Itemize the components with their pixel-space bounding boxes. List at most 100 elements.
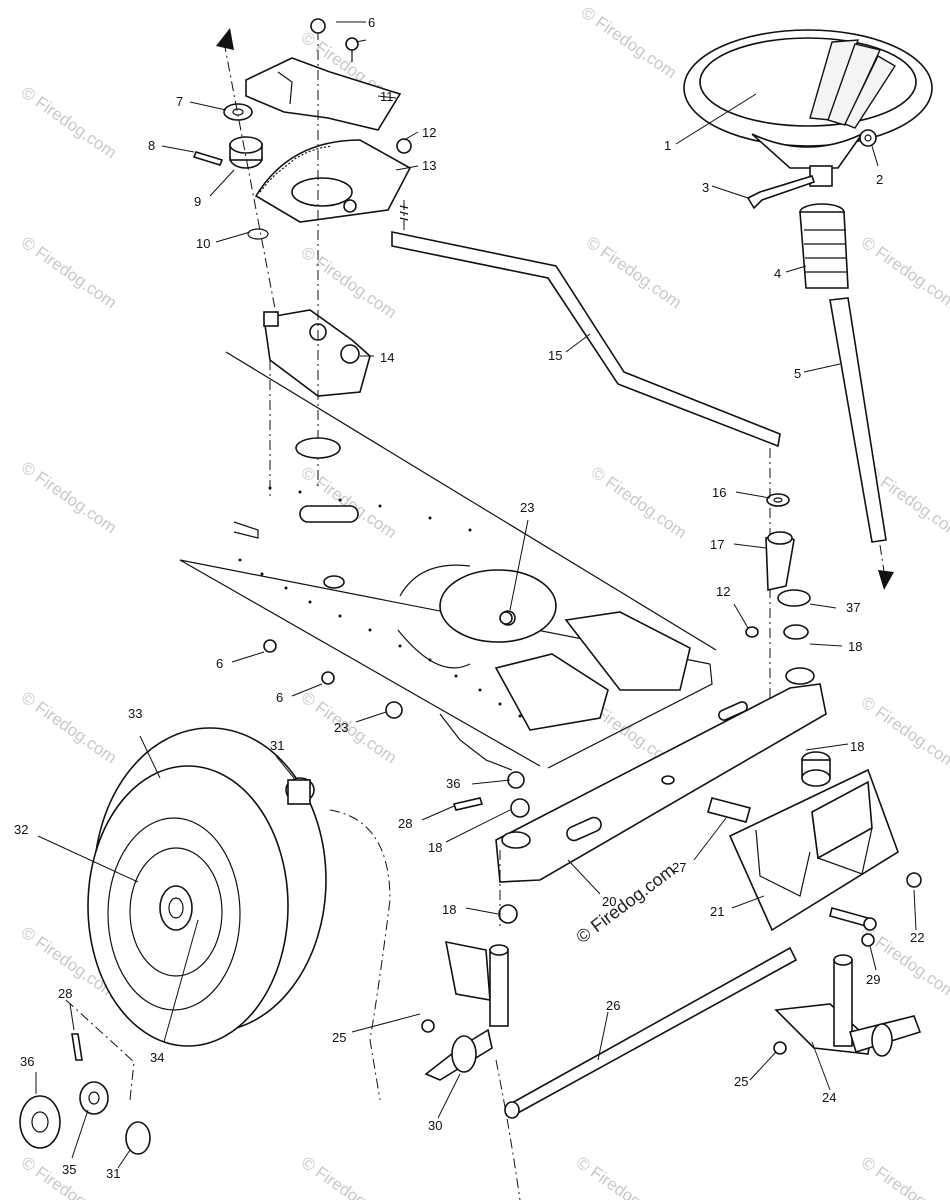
shield-plate <box>245 57 402 131</box>
clevis-pin <box>906 872 922 888</box>
hex-screw <box>310 18 359 62</box>
up-arrow <box>216 28 277 315</box>
callout-12: 12 <box>422 125 436 140</box>
callout-6: 6 <box>368 15 375 30</box>
washer <box>223 103 253 121</box>
watermark-text: © Firedog.com <box>858 233 950 313</box>
steering-boot <box>799 203 849 289</box>
callout-31: 31 <box>270 738 284 753</box>
callout-23: 23 <box>334 720 348 735</box>
watermark-text: © Firedog.com <box>298 463 400 543</box>
watermark-text: © Firedog.com <box>18 83 120 163</box>
center-watermark: © Firedog.com <box>572 860 679 947</box>
callout-17: 17 <box>710 537 724 552</box>
callout-30: 30 <box>428 1118 442 1133</box>
callout-15: 15 <box>548 348 562 363</box>
axle-bracket <box>728 768 899 932</box>
watermark-text: © Firedog.com <box>298 243 400 323</box>
callout-35: 35 <box>62 1162 76 1177</box>
callout-6: 6 <box>276 690 283 705</box>
watermark-text: © Firedog.com <box>588 463 690 543</box>
pinion-gear <box>229 136 263 169</box>
callout-24: 24 <box>822 1090 836 1105</box>
callout-27: 27 <box>672 860 686 875</box>
bushing-upper <box>745 589 811 640</box>
watermark-text: © Firedog.com <box>18 233 120 313</box>
pivot-pin <box>707 797 751 823</box>
callout-8: 8 <box>148 138 155 153</box>
callout-12: 12 <box>716 584 730 599</box>
callout-1: 1 <box>664 138 671 153</box>
down-arrow-icon <box>878 570 894 590</box>
callout-21: 21 <box>710 904 724 919</box>
hub-cap <box>285 777 315 805</box>
callout-3: 3 <box>702 180 709 195</box>
tie-rod <box>504 946 798 1119</box>
callout-36: 36 <box>20 1054 34 1069</box>
cotter-pin <box>71 797 484 1061</box>
up-arrow-icon <box>216 28 234 50</box>
spindle-left <box>424 940 509 1081</box>
wheel-tire <box>87 727 327 1047</box>
callout-37: 37 <box>846 600 860 615</box>
callout-16: 16 <box>712 485 726 500</box>
frame <box>179 351 717 771</box>
callout-9: 9 <box>194 194 201 209</box>
assembly-lines <box>65 809 521 1200</box>
callout-13: 13 <box>422 158 436 173</box>
hex-nut <box>859 129 877 147</box>
callout-14: 14 <box>380 350 394 365</box>
callout-26: 26 <box>606 998 620 1013</box>
callout-5: 5 <box>794 366 801 381</box>
small-screws <box>263 611 513 685</box>
lock-nut <box>396 138 412 154</box>
steering-bracket <box>263 309 371 397</box>
steering-arm <box>765 531 795 591</box>
watermark-text: © Firedog.com <box>298 688 400 768</box>
retaining-ring <box>247 228 269 240</box>
watermark-text: © Firedog.com <box>573 1153 675 1200</box>
callout-7: 7 <box>176 94 183 109</box>
watermark-text: © Firedog.com <box>298 1153 400 1200</box>
carriage-bolt <box>829 907 877 931</box>
axle-pivot-bar <box>495 667 827 883</box>
callout-25: 25 <box>332 1030 346 1045</box>
spacer-washer <box>766 493 790 507</box>
callout-2: 2 <box>876 172 883 187</box>
callout-28: 28 <box>398 816 412 831</box>
steering-wheel <box>683 29 933 187</box>
roll-pin <box>192 151 224 166</box>
callout-20: 20 <box>602 894 616 909</box>
watermark-text: © Firedog.com <box>18 688 120 768</box>
callout-18: 18 <box>442 902 456 917</box>
hex-bolt <box>746 175 816 210</box>
watermark-text: © Firedog.com <box>578 3 680 83</box>
callout-6: 6 <box>216 656 223 671</box>
callout-18: 18 <box>428 840 442 855</box>
callout-10: 10 <box>196 236 210 251</box>
callout-18: 18 <box>848 639 862 654</box>
callout-32: 32 <box>14 822 28 837</box>
callout-18: 18 <box>850 739 864 754</box>
watermark-text: © Firedog.com <box>583 233 685 313</box>
watermark-text: © Firedog.com <box>858 693 950 773</box>
hardware-stack <box>19 1081 151 1155</box>
callout-36: 36 <box>446 776 460 791</box>
callout-22: 22 <box>910 930 924 945</box>
frame-holes <box>238 486 522 718</box>
watermark-text: © Firedog.com <box>18 458 120 538</box>
sector-gear-plate <box>254 139 412 223</box>
callout-23: 23 <box>520 500 534 515</box>
callout-4: 4 <box>774 266 781 281</box>
flange-nut <box>385 701 875 1055</box>
callout-29: 29 <box>866 972 880 987</box>
callout-33: 33 <box>128 706 142 721</box>
spindle-right <box>774 954 922 1057</box>
callout-34: 34 <box>150 1050 164 1065</box>
bushing <box>801 751 831 787</box>
leader-lines <box>35 21 917 1169</box>
callout-31: 31 <box>106 1166 120 1181</box>
callout-25: 25 <box>734 1074 748 1089</box>
steering-shaft <box>829 297 894 590</box>
